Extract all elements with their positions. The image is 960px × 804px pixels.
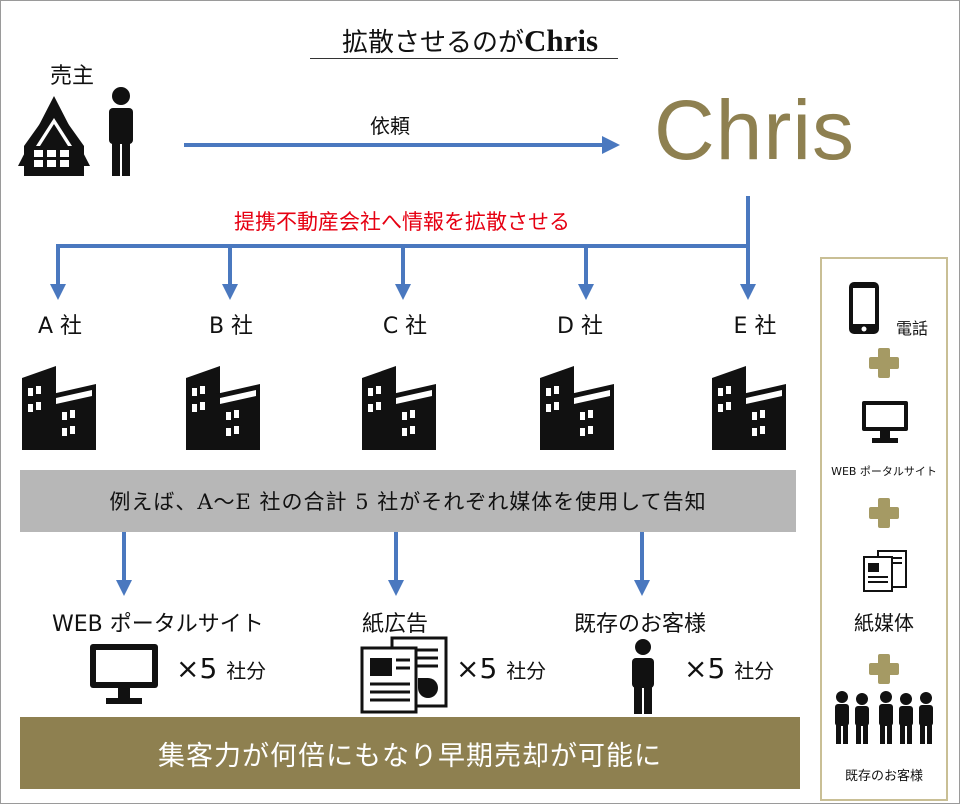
request-arrow bbox=[184, 136, 620, 154]
example-text: 例えば、A〜E 社の合計 5 社がそれぞれ媒体を使用して告知 bbox=[109, 490, 707, 514]
seller-label: 売主 bbox=[50, 64, 95, 89]
company-a-label: A 社 bbox=[37, 314, 83, 339]
plus-icon bbox=[869, 498, 899, 528]
result-text: 集客力が何倍にもなり早期売却が可能に bbox=[158, 740, 662, 772]
media-customers-label: 既存のお客様 bbox=[574, 612, 707, 637]
media-paper-label: 紙広告 bbox=[362, 612, 429, 637]
example-bar: 例えば、A〜E 社の合計 5 社がそれぞれ媒体を使用して告知 bbox=[20, 470, 796, 532]
title-prefix: 拡散させるのが bbox=[341, 28, 524, 58]
title-brand: Chris bbox=[523, 23, 599, 58]
company-c-label: C 社 bbox=[382, 314, 428, 339]
media-customers-unit: 社分 bbox=[734, 659, 775, 683]
media-paper-unit: 社分 bbox=[506, 659, 547, 683]
sidebar-customers-label: 既存のお客様 bbox=[844, 769, 923, 784]
plus-icon bbox=[869, 348, 899, 378]
building-icon-e bbox=[712, 366, 786, 450]
person-icon bbox=[109, 87, 133, 176]
plus-icon bbox=[869, 654, 899, 684]
media-paper-multiplier: ×5 社分 bbox=[456, 652, 546, 685]
building-icon-d bbox=[540, 366, 614, 450]
spread-text: 提携不動産会社へ情報を拡散させる bbox=[234, 210, 570, 234]
newspaper-icon bbox=[360, 636, 448, 714]
smartphone-icon bbox=[849, 282, 879, 334]
customer-person-icon bbox=[632, 639, 654, 714]
people-group-icon bbox=[835, 691, 933, 744]
sidebar-newspaper-icon bbox=[863, 550, 907, 592]
chris-logo: Chris bbox=[654, 83, 856, 177]
media-web-multiplier: ×5 社分 bbox=[176, 652, 266, 685]
seller-group bbox=[18, 87, 133, 176]
house-icon bbox=[18, 96, 90, 176]
sidebar-paper-label: 紙媒体 bbox=[854, 611, 914, 635]
media-arrows bbox=[116, 532, 650, 596]
company-e-label: E 社 bbox=[733, 314, 777, 339]
distribution-arrows bbox=[50, 196, 756, 300]
media-web-unit: 社分 bbox=[226, 659, 267, 683]
sidebar-monitor-icon bbox=[862, 401, 908, 443]
result-bar: 集客力が何倍にもなり早期売却が可能に bbox=[20, 717, 800, 789]
building-icon-a bbox=[22, 366, 96, 450]
building-icon-c bbox=[362, 366, 436, 450]
company-d-label: D 社 bbox=[557, 314, 603, 339]
monitor-icon bbox=[90, 644, 158, 704]
diagram-title: 拡散させるのがChris bbox=[300, 22, 640, 59]
company-b-label: B 社 bbox=[208, 314, 254, 339]
media-paper-mult: ×5 bbox=[456, 652, 498, 685]
sidebar-phone-label: 電話 bbox=[896, 319, 929, 338]
sidebar-web-label: WEB ポータルサイト bbox=[831, 465, 937, 478]
request-label: 依頼 bbox=[370, 114, 410, 138]
media-customers-multiplier: ×5 社分 bbox=[684, 652, 774, 685]
media-web-mult: ×5 bbox=[176, 652, 218, 685]
media-customers-mult: ×5 bbox=[684, 652, 726, 685]
building-icon-b bbox=[186, 366, 260, 450]
media-web-label: WEB ポータルサイト bbox=[52, 612, 264, 637]
media-sidebar: 電話 WEB ポータルサイト 紙媒体 既存のお客様 bbox=[820, 257, 948, 801]
title-underline bbox=[310, 58, 618, 59]
